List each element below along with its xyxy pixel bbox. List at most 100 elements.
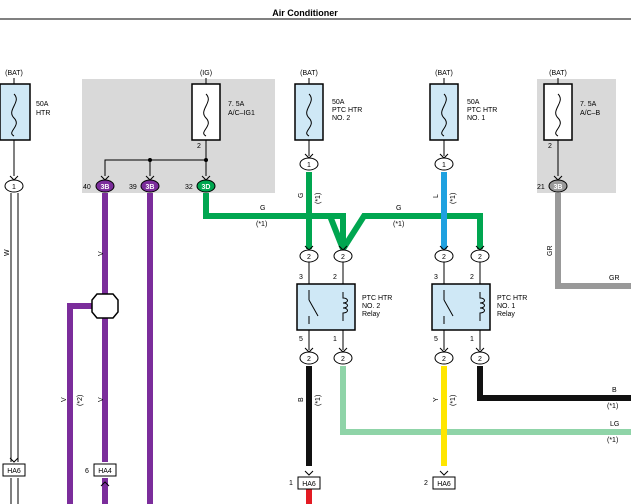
- wire-note: (*1): [393, 221, 404, 228]
- junction-dot: [204, 158, 208, 162]
- pin-label: 39: [129, 184, 137, 191]
- relay-ptc-htr-no2: PTC HTR NO. 2 Relay: [296, 283, 392, 331]
- pin-label: 2: [470, 274, 474, 281]
- fuse-element-icon: [555, 93, 561, 137]
- relay-switch-icon: [443, 299, 454, 317]
- pin-label: 2: [548, 143, 552, 150]
- svg-text:Relay: Relay: [497, 311, 515, 318]
- svg-text:NO. 1: NO. 1: [497, 303, 515, 310]
- wire-note: (*1): [607, 403, 618, 410]
- wire-label-l: L: [433, 194, 440, 198]
- wire-g-cross1: [309, 213, 346, 251]
- svg-text:PTC HTR: PTC HTR: [467, 107, 497, 114]
- junction-dot: [148, 158, 152, 162]
- pin-label: 5: [434, 336, 438, 343]
- wire-note: (*1): [256, 221, 267, 228]
- wire-label-w: W: [4, 249, 11, 256]
- svg-text:2: 2: [442, 254, 446, 261]
- wire-g-cross2: [340, 213, 483, 251]
- wire-label-v: V: [61, 397, 68, 402]
- fuse-htr: 50A HTR: [0, 83, 50, 141]
- wire-label-gr: GR: [547, 246, 554, 257]
- fuse-acb: 7. 5A A/C–B: [543, 83, 601, 141]
- pin-label: 3: [434, 274, 438, 281]
- svg-text:2: 2: [341, 254, 345, 261]
- relay-switch-icon: [308, 299, 319, 317]
- connector-r1-in-b: 2: [470, 249, 490, 263]
- svg-text:1: 1: [442, 162, 446, 169]
- connector-r2-in-a: 2: [299, 249, 319, 263]
- svg-text:NO. 2: NO. 2: [332, 115, 350, 122]
- svg-text:A/C–B: A/C–B: [580, 110, 601, 117]
- svg-text:HA6: HA6: [437, 481, 451, 488]
- pin-label: 32: [185, 184, 193, 191]
- terminal-arrows: [9, 153, 563, 487]
- connector-ha4: HA4: [93, 463, 117, 477]
- fuse-ptc1: 50A PTC HTR NO. 1: [429, 83, 497, 141]
- fuse-ptc2: 50A PTC HTR NO. 2: [294, 83, 362, 141]
- connector-ha6-w: HA6: [2, 463, 26, 477]
- connector-3b-21: 3B: [548, 179, 568, 193]
- svg-text:50A: 50A: [36, 101, 49, 108]
- svg-text:2: 2: [478, 254, 482, 261]
- connector-3b-40: 3B: [95, 179, 115, 193]
- svg-text:A/C–IG1: A/C–IG1: [228, 110, 255, 117]
- fuse-acig1: 7. 5A A/C–IG1: [191, 83, 255, 141]
- source-bat-ptc1: (BAT): [435, 70, 453, 77]
- svg-text:HA6: HA6: [302, 481, 316, 488]
- svg-text:1: 1: [307, 162, 311, 169]
- svg-text:2: 2: [341, 356, 345, 363]
- pin-label: 5: [299, 336, 303, 343]
- svg-text:2: 2: [307, 254, 311, 261]
- wire-label-y: Y: [433, 397, 440, 402]
- svg-text:2: 2: [442, 356, 446, 363]
- pin-label: 21: [537, 184, 545, 191]
- svg-text:NO. 2: NO. 2: [362, 303, 380, 310]
- svg-text:PTC HTR: PTC HTR: [362, 295, 392, 302]
- wire-note: (*1): [450, 193, 457, 204]
- splice-point-icon: [91, 293, 119, 319]
- connector-3d-32: 3D: [196, 179, 216, 193]
- connector-r1-out-b: 2: [470, 351, 490, 365]
- fuse-element-icon: [306, 93, 312, 137]
- connector-ptc1-1: 1: [434, 157, 454, 171]
- ig-junction-panel: [82, 79, 275, 193]
- wire-note: (*1): [450, 395, 457, 406]
- svg-text:NO. 1: NO. 1: [467, 115, 485, 122]
- wire-label-lg: LG: [610, 421, 619, 428]
- svg-text:HTR: HTR: [36, 110, 50, 117]
- connector-htr-1: 1: [4, 179, 24, 193]
- pin-label: 1: [333, 336, 337, 343]
- wire-label-g: G: [298, 193, 305, 198]
- wire-label-g: G: [396, 205, 401, 212]
- pin-label: 6: [85, 468, 89, 475]
- connector-r2-out-a: 2: [299, 351, 319, 365]
- wire-note: (*1): [315, 193, 322, 204]
- connector-ha6-y: HA6: [432, 476, 456, 490]
- wire-label-gr: GR: [609, 275, 620, 282]
- wire-note: (*1): [315, 395, 322, 406]
- wire-note: (*1): [607, 437, 618, 444]
- svg-text:1: 1: [12, 184, 16, 191]
- pin-label: 1: [470, 336, 474, 343]
- svg-text:HA6: HA6: [7, 468, 21, 475]
- wire-v-branch: [67, 303, 92, 504]
- connector-r1-in-a: 2: [434, 249, 454, 263]
- wire-label-b: B: [298, 397, 305, 402]
- pin-label: 2: [333, 274, 337, 281]
- connector-r2-in-b: 2: [333, 249, 353, 263]
- svg-text:2: 2: [478, 356, 482, 363]
- wire-label-b: B: [612, 387, 617, 394]
- connector-ha6-b: HA6: [297, 476, 321, 490]
- fuse-element-icon: [203, 93, 209, 137]
- svg-text:2: 2: [307, 356, 311, 363]
- connector-r2-out-b: 2: [333, 351, 353, 365]
- wire-note: (*2): [77, 395, 84, 406]
- pin-label: 1: [289, 480, 293, 487]
- wire-label-v: V: [98, 251, 105, 256]
- svg-text:3B: 3B: [554, 184, 563, 191]
- wire-gr: [555, 193, 631, 289]
- wire-label-v: V: [98, 397, 105, 402]
- svg-text:7. 5A: 7. 5A: [228, 101, 245, 108]
- svg-text:3D: 3D: [202, 184, 211, 191]
